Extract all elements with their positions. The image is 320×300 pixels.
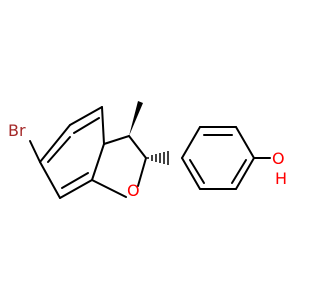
double-bond: [47, 136, 71, 163]
bond: [69, 106, 103, 126]
hydroxyl-oxygen-label: O: [272, 149, 285, 168]
benzo-ring: [39, 106, 105, 199]
bond: [39, 124, 71, 163]
molecule-svg: Br O O H: [8, 101, 287, 200]
bond: [128, 135, 147, 159]
double-bond: [231, 159, 247, 184]
ring-oxygen-label: O: [127, 181, 140, 200]
bond: [235, 157, 255, 190]
bond: [91, 179, 127, 198]
hydroxyl-hydrogen-label: H: [275, 169, 287, 188]
bond: [181, 157, 201, 190]
dihydrofuran-ring: [91, 135, 147, 198]
structure-diagram: Br O O H: [8, 101, 287, 200]
double-bond: [61, 172, 89, 189]
bond: [39, 161, 61, 199]
bond: [59, 179, 93, 199]
bond: [91, 143, 105, 181]
bond: [235, 126, 255, 159]
double-bond: [189, 159, 205, 184]
bond-to-bromine: [29, 140, 41, 163]
bond: [103, 135, 130, 145]
hashed-bond: [147, 151, 169, 165]
phenol-ring: [181, 126, 255, 190]
bond: [101, 106, 105, 145]
double-bond: [73, 117, 100, 134]
bond: [181, 126, 201, 159]
methyl-wedge-bond: [129, 101, 143, 136]
bond: [137, 157, 147, 187]
bromine-label: Br: [8, 121, 26, 140]
